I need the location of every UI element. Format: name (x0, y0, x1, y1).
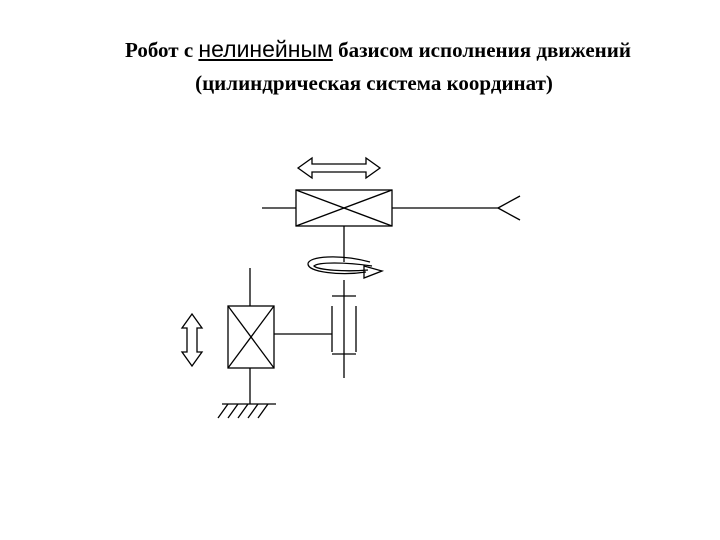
rotation-arrow (307, 256, 385, 279)
title-text-after: базисом исполнения движений (332, 38, 631, 62)
horizontal-slider-joint (262, 189, 498, 227)
title-line-2: (цилиндрическая система координат) (195, 71, 553, 95)
gripper (497, 195, 521, 221)
title-line-1: Робот с нелинейным базисом исполнения дв… (18, 36, 720, 63)
title-emphasis: нелинейным (198, 36, 333, 62)
horizontal-motion-arrow (296, 156, 382, 180)
ground-base (217, 403, 276, 419)
rotary-shaft (331, 280, 357, 378)
vertical-motion-arrow (180, 312, 204, 368)
title-text-before: Робот с (125, 38, 199, 62)
vertical-slider-joint (227, 268, 275, 404)
